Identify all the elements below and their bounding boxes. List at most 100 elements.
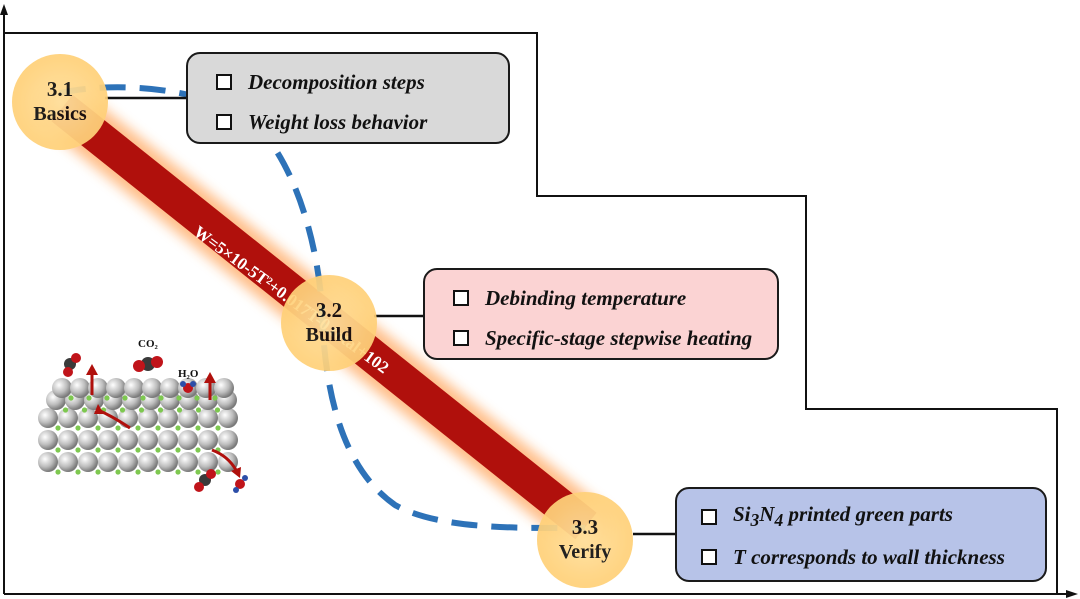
stage-node-basics: 3.1 Basics	[12, 54, 108, 150]
lattice-dot	[95, 469, 101, 475]
lattice-dot	[195, 407, 202, 413]
co2-label: CO₂	[138, 338, 158, 350]
lattice-atom	[118, 430, 138, 450]
lattice-dot	[62, 407, 69, 413]
checkbox-icon	[216, 114, 232, 130]
basics-box: Decomposition steps Weight loss behavior	[186, 52, 510, 144]
lattice-dot	[135, 469, 141, 475]
lattice-atom	[158, 408, 178, 428]
stage-label: Basics	[33, 103, 87, 125]
lattice-dot	[212, 395, 218, 401]
lattice-atom	[78, 408, 98, 428]
build-item: Specific-stage stepwise heating	[453, 318, 777, 358]
lattice-dot	[122, 395, 128, 401]
lattice-dot	[81, 407, 88, 413]
lattice-atom	[58, 430, 78, 450]
lattice-atom	[38, 430, 58, 450]
lattice-atom	[138, 408, 158, 428]
lattice-dot	[176, 395, 182, 401]
lattice-atom	[198, 408, 218, 428]
lattice-atom	[160, 378, 180, 398]
checkbox-icon	[453, 290, 469, 306]
lattice-dot	[75, 469, 81, 475]
stage-number: 3.3	[571, 515, 599, 539]
lattice-dot	[175, 447, 181, 453]
lattice-atom	[218, 430, 238, 450]
release-arrows	[86, 364, 241, 478]
axes	[0, 4, 1078, 598]
lattice-dot	[195, 425, 201, 431]
lattice-dot	[135, 447, 141, 453]
stepped-outline	[4, 32, 1058, 594]
lattice-atom	[106, 378, 126, 398]
lattice-atom	[214, 378, 234, 398]
molecule-bottom-icon	[194, 469, 248, 493]
lattice-atom	[142, 378, 162, 398]
verify-item-text: Si3N4 printed green parts	[733, 502, 953, 531]
lattice-atom	[38, 408, 58, 428]
molecule-left-icon	[63, 353, 81, 377]
verify-box: Si3N4 printed green parts T corresponds …	[675, 487, 1047, 582]
lattice-dot	[158, 395, 164, 401]
lattice-atom	[124, 378, 144, 398]
lattice-dot	[138, 407, 145, 413]
lattice-dot	[214, 407, 221, 413]
lattice-dot	[75, 447, 81, 453]
lattice-dot	[75, 425, 81, 431]
verify-item: T corresponds to wall thickness	[701, 537, 1045, 577]
build-box: Debinding temperature Specific-stage ste…	[423, 268, 779, 360]
molecule-co2-icon	[133, 356, 163, 372]
lattice-dot	[115, 469, 121, 475]
lattice-atom	[178, 452, 198, 472]
lattice-dot	[195, 469, 201, 475]
lattice-dot	[68, 395, 74, 401]
lattice-atom	[78, 452, 98, 472]
lattice-atom	[158, 452, 178, 472]
lattice-atom	[70, 378, 90, 398]
verify-item: Si3N4 printed green parts	[701, 497, 1045, 537]
lattice-atom	[98, 430, 118, 450]
lattice-dot	[155, 425, 161, 431]
lattice-dot	[135, 425, 141, 431]
stage-number: 3.2	[315, 298, 343, 322]
lattice-dot	[104, 395, 110, 401]
lattice-illustration	[38, 378, 238, 475]
x-axis-arrow	[1066, 590, 1078, 598]
lattice-dot	[95, 447, 101, 453]
lattice-dot	[215, 469, 221, 475]
stage-label: Verify	[558, 541, 612, 563]
lattice-atom	[138, 430, 158, 450]
molecule-h2o-icon	[180, 381, 196, 393]
lattice-atom	[52, 378, 72, 398]
checkbox-icon	[453, 330, 469, 346]
lattice-dot	[157, 407, 164, 413]
lattice-atom	[178, 430, 198, 450]
lattice-dot	[175, 469, 181, 475]
stage-number: 3.1	[46, 77, 74, 101]
lattice-dot	[155, 469, 161, 475]
lattice-dot	[115, 447, 121, 453]
lattice-dot	[194, 395, 200, 401]
checkbox-icon	[701, 509, 717, 525]
checkbox-icon	[216, 74, 232, 90]
lattice-dot	[86, 395, 92, 401]
basics-item: Decomposition steps	[216, 62, 508, 102]
lattice-dot	[140, 395, 146, 401]
lattice-dot	[175, 425, 181, 431]
verify-item-text: T corresponds to wall thickness	[733, 544, 1005, 569]
y-axis-arrow	[0, 4, 8, 15]
stage-node-build: 3.2 Build	[281, 275, 377, 371]
lattice-atom	[198, 430, 218, 450]
lattice-dot	[119, 407, 126, 413]
lattice-dot	[176, 407, 183, 413]
build-item-text: Debinding temperature	[485, 285, 687, 310]
basics-item: Weight loss behavior	[216, 102, 508, 142]
lattice-atom	[138, 452, 158, 472]
lattice-atom	[198, 452, 218, 472]
lattice-atom	[178, 408, 198, 428]
lattice-dot	[55, 447, 61, 453]
lattice-atom	[38, 452, 58, 472]
lattice-atom	[58, 452, 78, 472]
basics-item-text: Decomposition steps	[248, 69, 425, 94]
lattice-dot	[55, 469, 61, 475]
